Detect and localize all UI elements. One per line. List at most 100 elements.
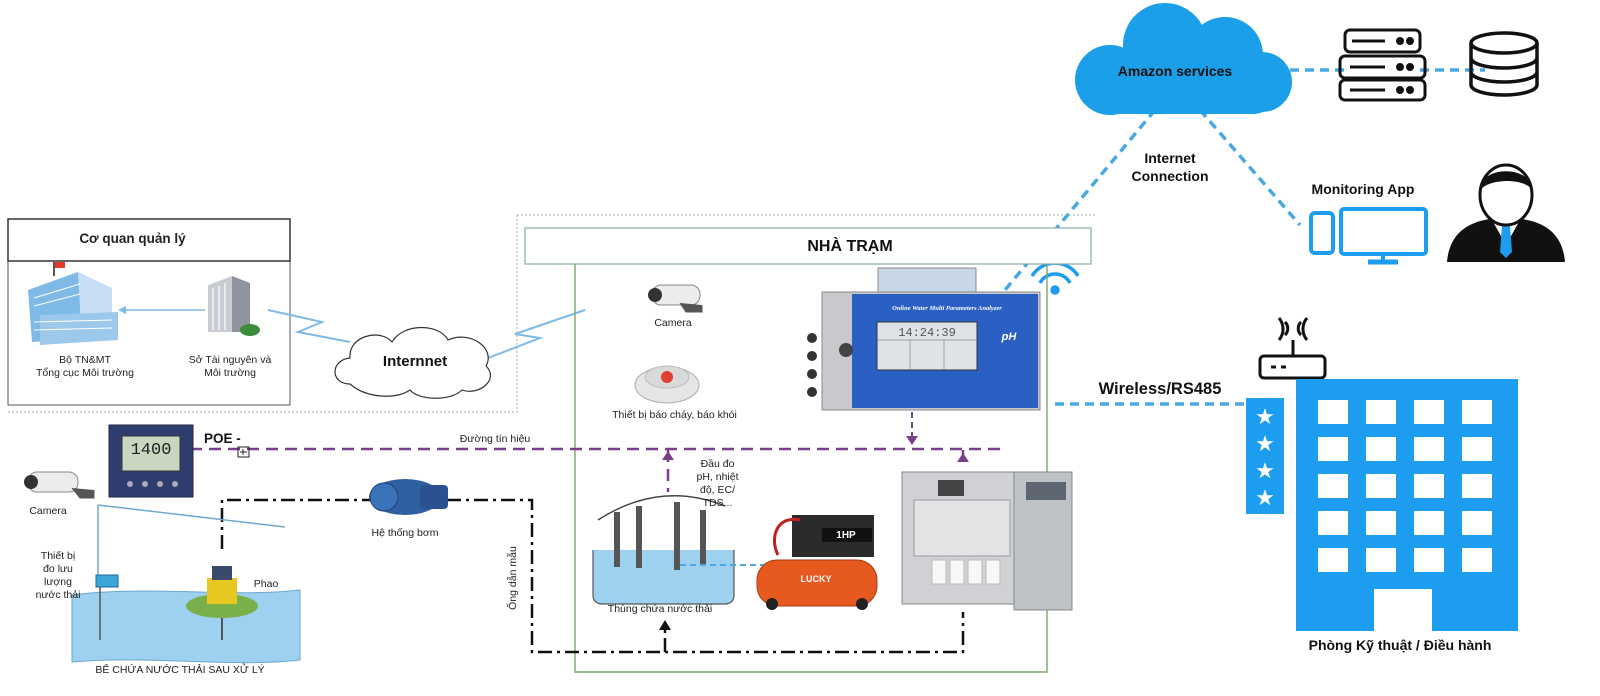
analyzer-brand: pH: [1001, 331, 1017, 343]
monitoring-devices-icon: [1309, 207, 1428, 265]
camera-icon: [648, 284, 703, 313]
fire-alarm-label: Thiết bị báo cháy, báo khói: [612, 409, 737, 421]
pump-icon: [369, 479, 448, 515]
internet-connection-line1: Internet: [1144, 150, 1196, 166]
wifi-icon: [1030, 261, 1080, 295]
fire-alarm-icon: [634, 365, 700, 404]
svg-text:★: ★: [1255, 486, 1275, 511]
building-window-4-1: [1366, 548, 1396, 572]
probe-line4: TDS...: [702, 497, 733, 510]
flow-meter-line1: Thiết bị: [40, 550, 76, 562]
department-label: Sở Tài nguyên và Môi trường: [160, 354, 300, 380]
building-window-1-3: [1462, 437, 1492, 461]
amazon-cloud-icon: [1075, 3, 1292, 115]
ministry-building-icon: [28, 262, 118, 345]
tank-return-arrowhead: [659, 620, 671, 630]
float-icon: [186, 566, 258, 640]
flow-meter-line2: đo lưu: [43, 563, 73, 576]
internet-connection-label: Internet Connection: [1110, 150, 1230, 185]
analyzer-arrowhead: [906, 436, 918, 445]
poe-label: POE -: [204, 431, 241, 446]
user-avatar-icon: [1447, 163, 1565, 262]
admin-region: [7, 214, 1095, 413]
analyzer-device: [807, 267, 1041, 411]
building-window-3-3: [1462, 511, 1492, 535]
flow-meter-line4: nước thải: [35, 589, 81, 602]
building-window-4-0: [1318, 548, 1348, 572]
internet-connection-line2: Connection: [1131, 167, 1209, 184]
building-window-3-1: [1366, 511, 1396, 535]
building-window-4-2: [1414, 548, 1444, 572]
building-window-1-2: [1414, 437, 1444, 461]
building-window-4-3: [1462, 548, 1492, 572]
building-window-3-2: [1414, 511, 1444, 535]
ministry-line1: Bộ TN&MT: [59, 354, 111, 366]
reservoir: [71, 589, 301, 664]
poe-connector: [237, 446, 250, 458]
probe-line3: độ, EC/: [699, 484, 736, 497]
monitoring-app-label: Monitoring App: [1311, 181, 1415, 197]
agency-title: Cơ quan quản lý: [79, 231, 186, 246]
building-window-0-0: [1318, 400, 1348, 424]
building-window-2-1: [1366, 474, 1396, 498]
float-label: Phao: [253, 578, 279, 590]
signal-arrowhead-sampler: [957, 453, 969, 462]
sample-pipe-loop: [220, 498, 965, 654]
compressor-icon: [756, 515, 878, 610]
signal-arrowhead-probe: [662, 451, 674, 460]
station-title: NHÀ TRẠM: [807, 238, 893, 255]
sampler-cabinet: [901, 471, 1073, 611]
camera-field-label: Camera: [29, 505, 67, 517]
flow-meter-line3: lượng: [44, 576, 72, 589]
svg-text:★: ★: [1255, 432, 1275, 457]
pump-label: Hệ thống bơm: [371, 527, 439, 539]
station-boundary: [574, 264, 1048, 673]
signal-line-label: Đường tín hiệu: [459, 433, 531, 445]
flow-meter-icon: [95, 574, 119, 640]
tank-label: Thùng chứa nước thải: [607, 603, 713, 615]
building-window-0-2: [1414, 400, 1444, 424]
ministry-line2: Tổng cục Môi trường: [36, 367, 134, 380]
controller-device: [108, 424, 194, 498]
wireless-label: Wireless/RS485: [1098, 380, 1222, 398]
department-building-icon: [208, 276, 260, 336]
building-window-2-3: [1462, 474, 1492, 498]
probe-line2: pH, nhiệt: [696, 471, 739, 484]
reservoir-label: BỂ CHỨA NƯỚC THẢI SAU XỬ LÝ: [95, 664, 265, 676]
compressor-brand: LUCKY: [800, 574, 832, 584]
ministry-label: Bộ TN&MT Tổng cục Môi trường: [10, 354, 160, 380]
control-building-icon: ★★★★: [1246, 379, 1518, 631]
department-line1: Sở Tài nguyên và: [188, 354, 272, 366]
database-icon: [1469, 31, 1539, 97]
building-window-0-1: [1366, 400, 1396, 424]
internet-cloud-icon: [334, 327, 492, 399]
department-line2: Môi trường: [204, 367, 256, 380]
building-window-2-2: [1414, 474, 1444, 498]
cloud-label: Amazon services: [1117, 63, 1233, 79]
svg-text:★: ★: [1255, 405, 1275, 430]
controller-display: 1400: [130, 441, 172, 460]
camera-field-icon: [24, 471, 95, 499]
analyzer-display-value: 14:24:39: [898, 326, 956, 340]
probe-tank: [592, 495, 735, 605]
station-title-box: [524, 227, 1092, 265]
flow-meter-label: Thiết bị đo lưu lượng nước thải: [18, 550, 98, 603]
probe-line1: Đầu đo: [700, 458, 735, 470]
lightning-links: [267, 309, 586, 359]
agency-arrowhead: [118, 306, 126, 314]
control-building-label: Phòng Kỹ thuật / Điều hành: [1308, 637, 1492, 653]
building-window-2-0: [1318, 474, 1348, 498]
building-window-0-3: [1462, 400, 1492, 424]
router-icon: [1258, 317, 1327, 380]
probe-label: Đầu đo pH, nhiệt độ, EC/ TDS...: [680, 458, 755, 511]
building-window-1-1: [1366, 437, 1396, 461]
building-window-1-0: [1318, 437, 1348, 461]
internet-cloud-label: Internnet: [382, 353, 448, 370]
server-icon: [1338, 28, 1427, 102]
compressor-hp: 1HP: [836, 530, 856, 541]
signal-line: [190, 447, 1000, 492]
building-window-3-0: [1318, 511, 1348, 535]
analyzer-header: Online Water Multi Parameters Analyzer: [892, 305, 1002, 312]
field-lines: [97, 504, 286, 575]
sample-pipe-label: Ống dẫn mẫu: [507, 546, 519, 610]
